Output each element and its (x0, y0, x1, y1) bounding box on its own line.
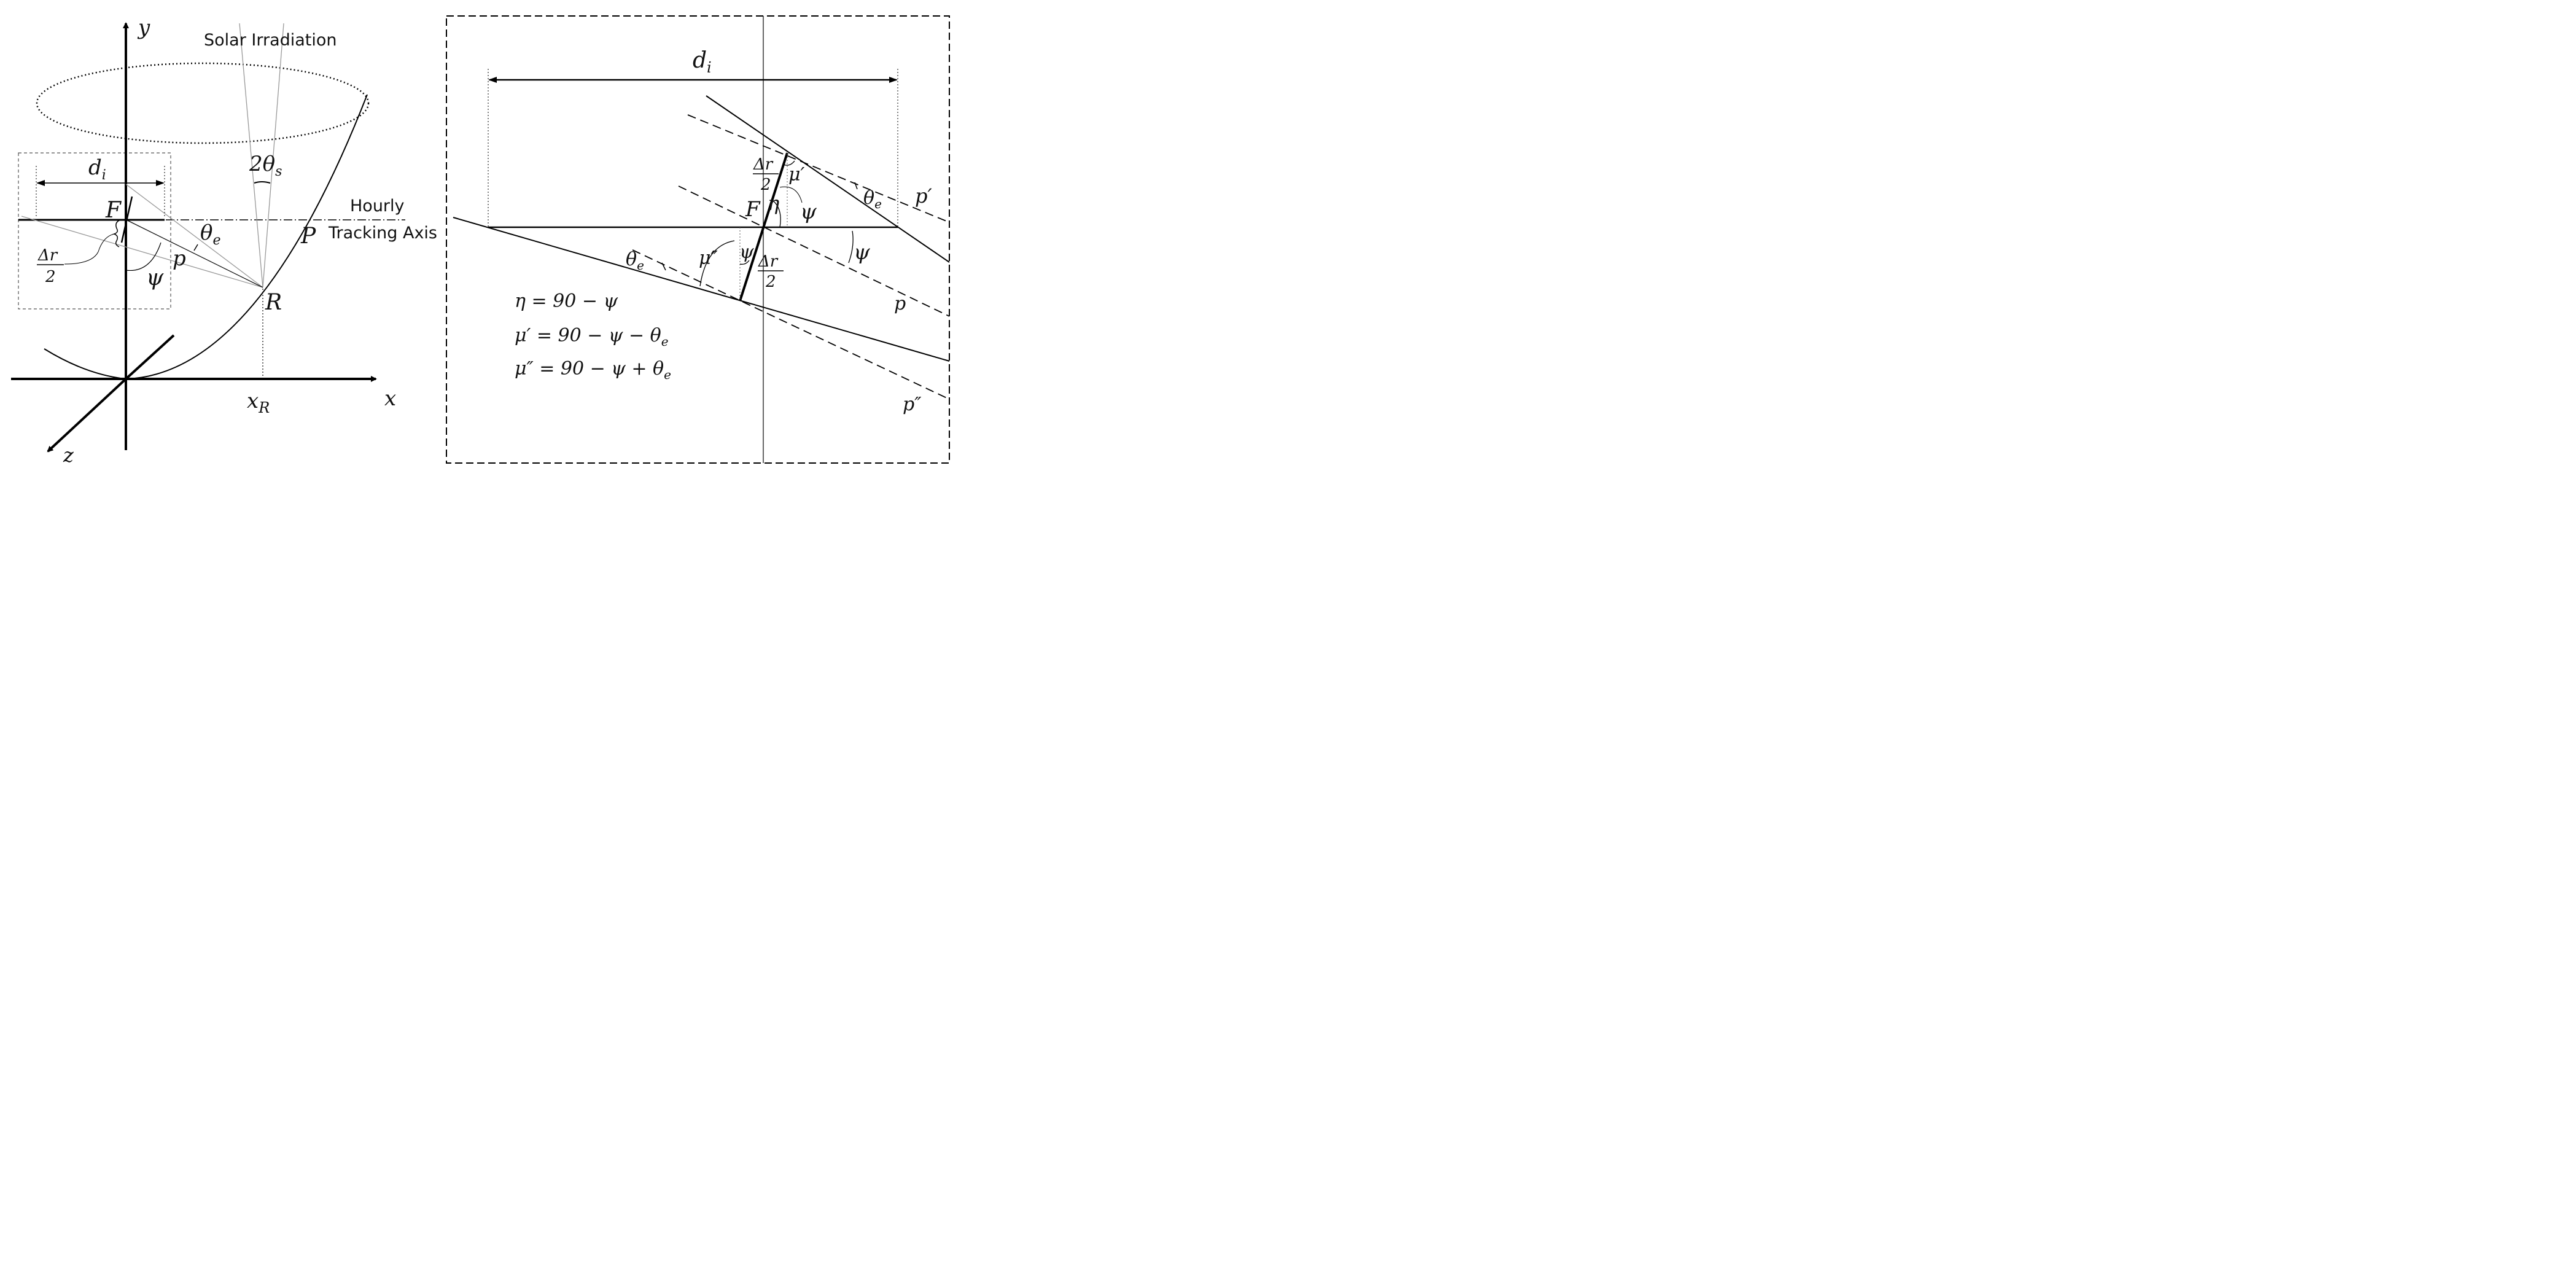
delta-r-numerator: Δr (37, 246, 58, 265)
point-p-label: P (300, 224, 316, 249)
theta-e-top-tick (854, 182, 858, 190)
theta-e-low-label: θe (626, 249, 644, 273)
theta-e-tick (193, 244, 198, 251)
xr-label: xR (247, 389, 270, 416)
equation-eta-main: η = 90 − ψ (515, 290, 618, 312)
theta-e-main: θ (200, 220, 212, 245)
p-line-label: p (173, 246, 186, 271)
psi-low-label: ψ (739, 241, 754, 263)
equation-mu-dprime-main: μ″ = 90 − ψ + θ (515, 358, 664, 380)
d-i-sub: i (102, 168, 106, 183)
equation-mu-prime-main: μ′ = 90 − ψ − θ (515, 325, 661, 346)
point-r-label: R (265, 290, 282, 315)
angle-2theta-s-main: 2θ (249, 152, 275, 176)
upper-solid-line (706, 95, 950, 263)
angle-arc-2theta-s (254, 181, 271, 184)
psi-mid-label: ψ (854, 240, 870, 265)
equation-mu-prime: μ′ = 90 − ψ − θe (515, 325, 669, 349)
d-i-label-right: di (693, 48, 712, 76)
mu-prime-label: μ′ (788, 164, 804, 185)
mu-dprime-label: μ″ (699, 247, 718, 269)
xr-label-sub: R (258, 399, 270, 416)
d-i-right-sub: i (707, 59, 712, 76)
solar-irradiation-label: Solar Irradiation (204, 31, 337, 50)
normal-ray (126, 219, 263, 288)
delta-r-low-denominator: 2 (765, 273, 776, 291)
lower-solid-line (453, 217, 950, 362)
d-i-main: d (88, 155, 102, 180)
tilted-receiver-line (739, 152, 788, 302)
p-prime-label: p′ (915, 184, 932, 208)
right-panel: di F η μ′ ψ θe p′ ψ p p″ μ″ ψ θe Δr 2 Δr… (446, 15, 950, 464)
optics-diagram-figure: y x z Solar Irradiation 2θs Hourly Track… (11, 15, 950, 467)
receiver-box (18, 152, 171, 310)
mu-prime-angle-arc (783, 160, 795, 166)
angle-2theta-s-sub: s (275, 164, 282, 179)
parabola-curve (44, 94, 368, 380)
psi-angle-arc (125, 242, 161, 271)
delta-r-leader (64, 233, 115, 265)
mu-dprime-angle-arc (699, 240, 735, 287)
y-axis-label: y (137, 15, 150, 40)
equation-mu-prime-sub: e (661, 334, 669, 349)
delta-r-brace (112, 219, 121, 247)
z-axis-label: z (63, 443, 74, 467)
p-label-right: p (894, 293, 906, 314)
d-i-label: di (88, 155, 106, 183)
psi-label: ψ (146, 265, 164, 290)
xr-label-main: x (247, 389, 259, 413)
equation-mu-dprime: μ″ = 90 − ψ + θe (515, 358, 671, 382)
z-axis (47, 378, 127, 453)
p-double-prime-dashed-line (632, 249, 950, 400)
angle-2theta-s-label: 2θs (249, 152, 282, 179)
theta-e-top-sub: e (874, 197, 882, 211)
d-i-right-main: d (693, 48, 707, 73)
theta-e-low-main: θ (626, 249, 637, 270)
theta-e-sub: e (212, 233, 220, 248)
psi-low-arc (739, 260, 750, 265)
focus-f-label: F (105, 198, 122, 223)
theta-e-label: θe (200, 220, 221, 248)
equation-eta: η = 90 − ψ (515, 290, 618, 312)
theta-e-low-tick (661, 262, 666, 271)
eta-angle-arc (772, 200, 781, 228)
focus-f-label-right: F (745, 197, 761, 222)
delta-r-top-denominator: 2 (760, 176, 771, 194)
receiver-tilt-line (120, 196, 133, 243)
psi-top-label: ψ (800, 200, 817, 224)
delta-r-top-numerator: Δr (753, 155, 774, 174)
eta-label: η (768, 192, 779, 215)
delta-r-denominator: 2 (45, 268, 56, 286)
aperture-ellipse (36, 62, 370, 144)
left-panel: y x z Solar Irradiation 2θs Hourly Track… (11, 15, 437, 467)
reflected-ray-lower (21, 216, 263, 288)
solar-ray-left (239, 23, 263, 288)
equation-mu-dprime-sub: e (664, 367, 671, 382)
psi-mid-arc (848, 230, 854, 263)
delta-r-low-numerator: Δr (758, 252, 779, 271)
theta-e-top-label: θe (863, 187, 882, 211)
p-prime-dashed-line (687, 114, 950, 223)
solar-ray-right (262, 23, 284, 288)
hourly-label: Hourly (350, 197, 405, 216)
p-double-prime-label: p″ (903, 394, 922, 415)
right-frame (446, 15, 950, 464)
tracking-axis-label: Tracking Axis (328, 224, 437, 243)
x-axis-label: x (384, 386, 396, 411)
reflected-ray-upper (125, 184, 263, 288)
z-axis-back (125, 334, 175, 380)
theta-e-low-sub: e (637, 258, 644, 273)
p-dashed-line (678, 185, 950, 317)
psi-top-leader (779, 186, 803, 203)
theta-e-top-main: θ (863, 187, 874, 209)
